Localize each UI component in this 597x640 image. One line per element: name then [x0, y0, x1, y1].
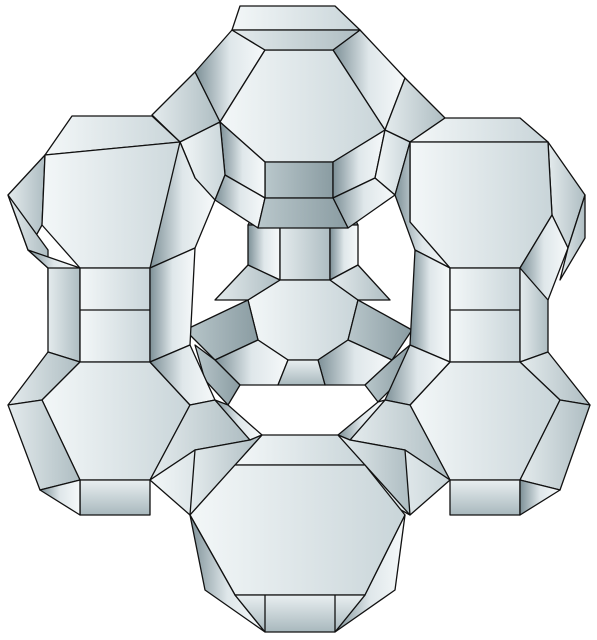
cage-left-lower — [7, 344, 216, 516]
cage-right-upper — [394, 117, 586, 301]
prism-top-right — [332, 77, 446, 229]
cage-right-lower — [384, 344, 591, 516]
cage-back — [184, 204, 413, 406]
prism-left-vertical — [47, 247, 196, 363]
cage-bottom — [189, 434, 411, 633]
prism-right-vertical — [409, 249, 549, 363]
cage-top — [194, 5, 406, 199]
cage-left-upper — [7, 115, 216, 301]
prism-center-upper — [257, 197, 349, 229]
